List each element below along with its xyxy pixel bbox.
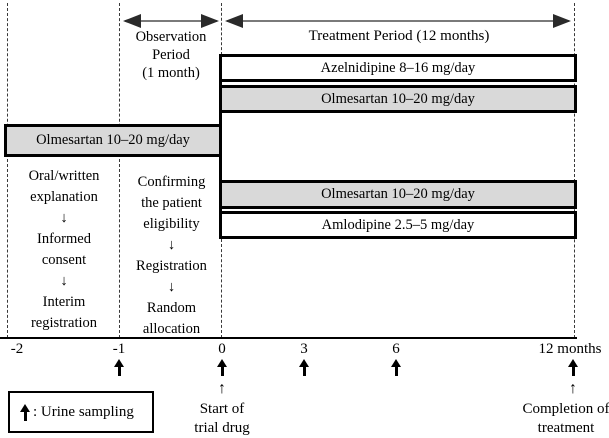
completion-note-line1: Completion of: [522, 401, 609, 417]
consent-step-line: consent: [41, 252, 87, 268]
consent-step-line: Interim: [42, 294, 86, 310]
start-note-line1: Start of: [199, 401, 245, 417]
down-arrow-icon: ↓: [60, 210, 68, 226]
timeline-guide-zero-upper: [221, 3, 222, 55]
legend-label: : Urine sampling: [33, 403, 134, 420]
start-note-line2: trial drug: [194, 420, 250, 436]
urine-sampling-arrow-icon: [299, 359, 309, 376]
down-arrow-icon: ↓: [60, 273, 68, 289]
urine-sampling-arrow-icon: [391, 359, 401, 376]
timeline-guide-minus1: [119, 3, 120, 338]
tick-minus1: -1: [112, 341, 126, 357]
eligibility-step-line: Confirming: [137, 174, 206, 190]
treatment-period-label: Treatment Period (12 months): [308, 28, 490, 44]
urine-sampling-legend: : Urine sampling: [8, 391, 154, 433]
urine-sampling-arrow-icon: [20, 403, 30, 421]
consent-step-line: explanation: [30, 189, 98, 205]
completion-note: Completion of treatment: [522, 400, 609, 438]
bar-amlodipine: Amlodipine 2.5–5 mg/day: [219, 211, 577, 239]
timeline-guide-12months: [574, 3, 575, 338]
timeline-guide-zero-lower: [221, 239, 222, 338]
up-arrow-icon: ↑: [218, 380, 226, 397]
tick-12-months: 12 months: [538, 341, 602, 357]
urine-sampling-arrow-icon: [114, 359, 124, 376]
consent-step-line: Informed: [37, 231, 91, 247]
eligibility-step-line: Registration: [136, 258, 207, 274]
observation-period-line2: Period: [152, 47, 190, 63]
consent-step-line: Oral/written: [28, 168, 100, 184]
up-arrow-icon: ↑: [569, 380, 577, 397]
down-arrow-icon: ↓: [167, 237, 176, 253]
eligibility-step-line: allocation: [142, 321, 201, 337]
tick-6: 6: [392, 341, 400, 357]
observation-period-line1: Observation: [135, 29, 207, 45]
timeline-axis: [0, 337, 577, 339]
tick-zero: 0: [218, 341, 226, 357]
urine-sampling-arrow-icon: [568, 359, 578, 376]
bar-olmesartan-run-in: Olmesartan 10–20 mg/day: [4, 124, 222, 157]
observation-period-label: Observation Period (1 month): [120, 28, 222, 82]
eligibility-step-line: eligibility: [143, 216, 200, 232]
consent-step-line: registration: [30, 315, 98, 331]
eligibility-steps: Confirming the patient eligibility ↓ Reg…: [122, 172, 221, 340]
observation-period-line3: (1 month): [142, 65, 200, 81]
down-arrow-icon: ↓: [167, 279, 176, 295]
urine-sampling-arrow-icon: [217, 359, 227, 376]
start-of-trial-note: Start of trial drug: [194, 400, 249, 438]
bar-azelnidipine: Azelnidipine 8–16 mg/day: [219, 54, 577, 82]
completion-note-line2: treatment: [537, 420, 595, 436]
bar-olmesartan-group2: Olmesartan 10–20 mg/day: [219, 180, 577, 209]
timeline-guide-minus2: [7, 3, 8, 338]
tick-3: 3: [300, 341, 308, 357]
eligibility-step-line: the patient: [141, 195, 202, 211]
consent-steps: Oral/written explanation ↓ Informed cons…: [8, 166, 120, 334]
bar-olmesartan-group1: Olmesartan 10–20 mg/day: [219, 85, 577, 113]
tick-minus2: -2: [10, 341, 24, 357]
eligibility-step-line: Random: [146, 300, 197, 316]
